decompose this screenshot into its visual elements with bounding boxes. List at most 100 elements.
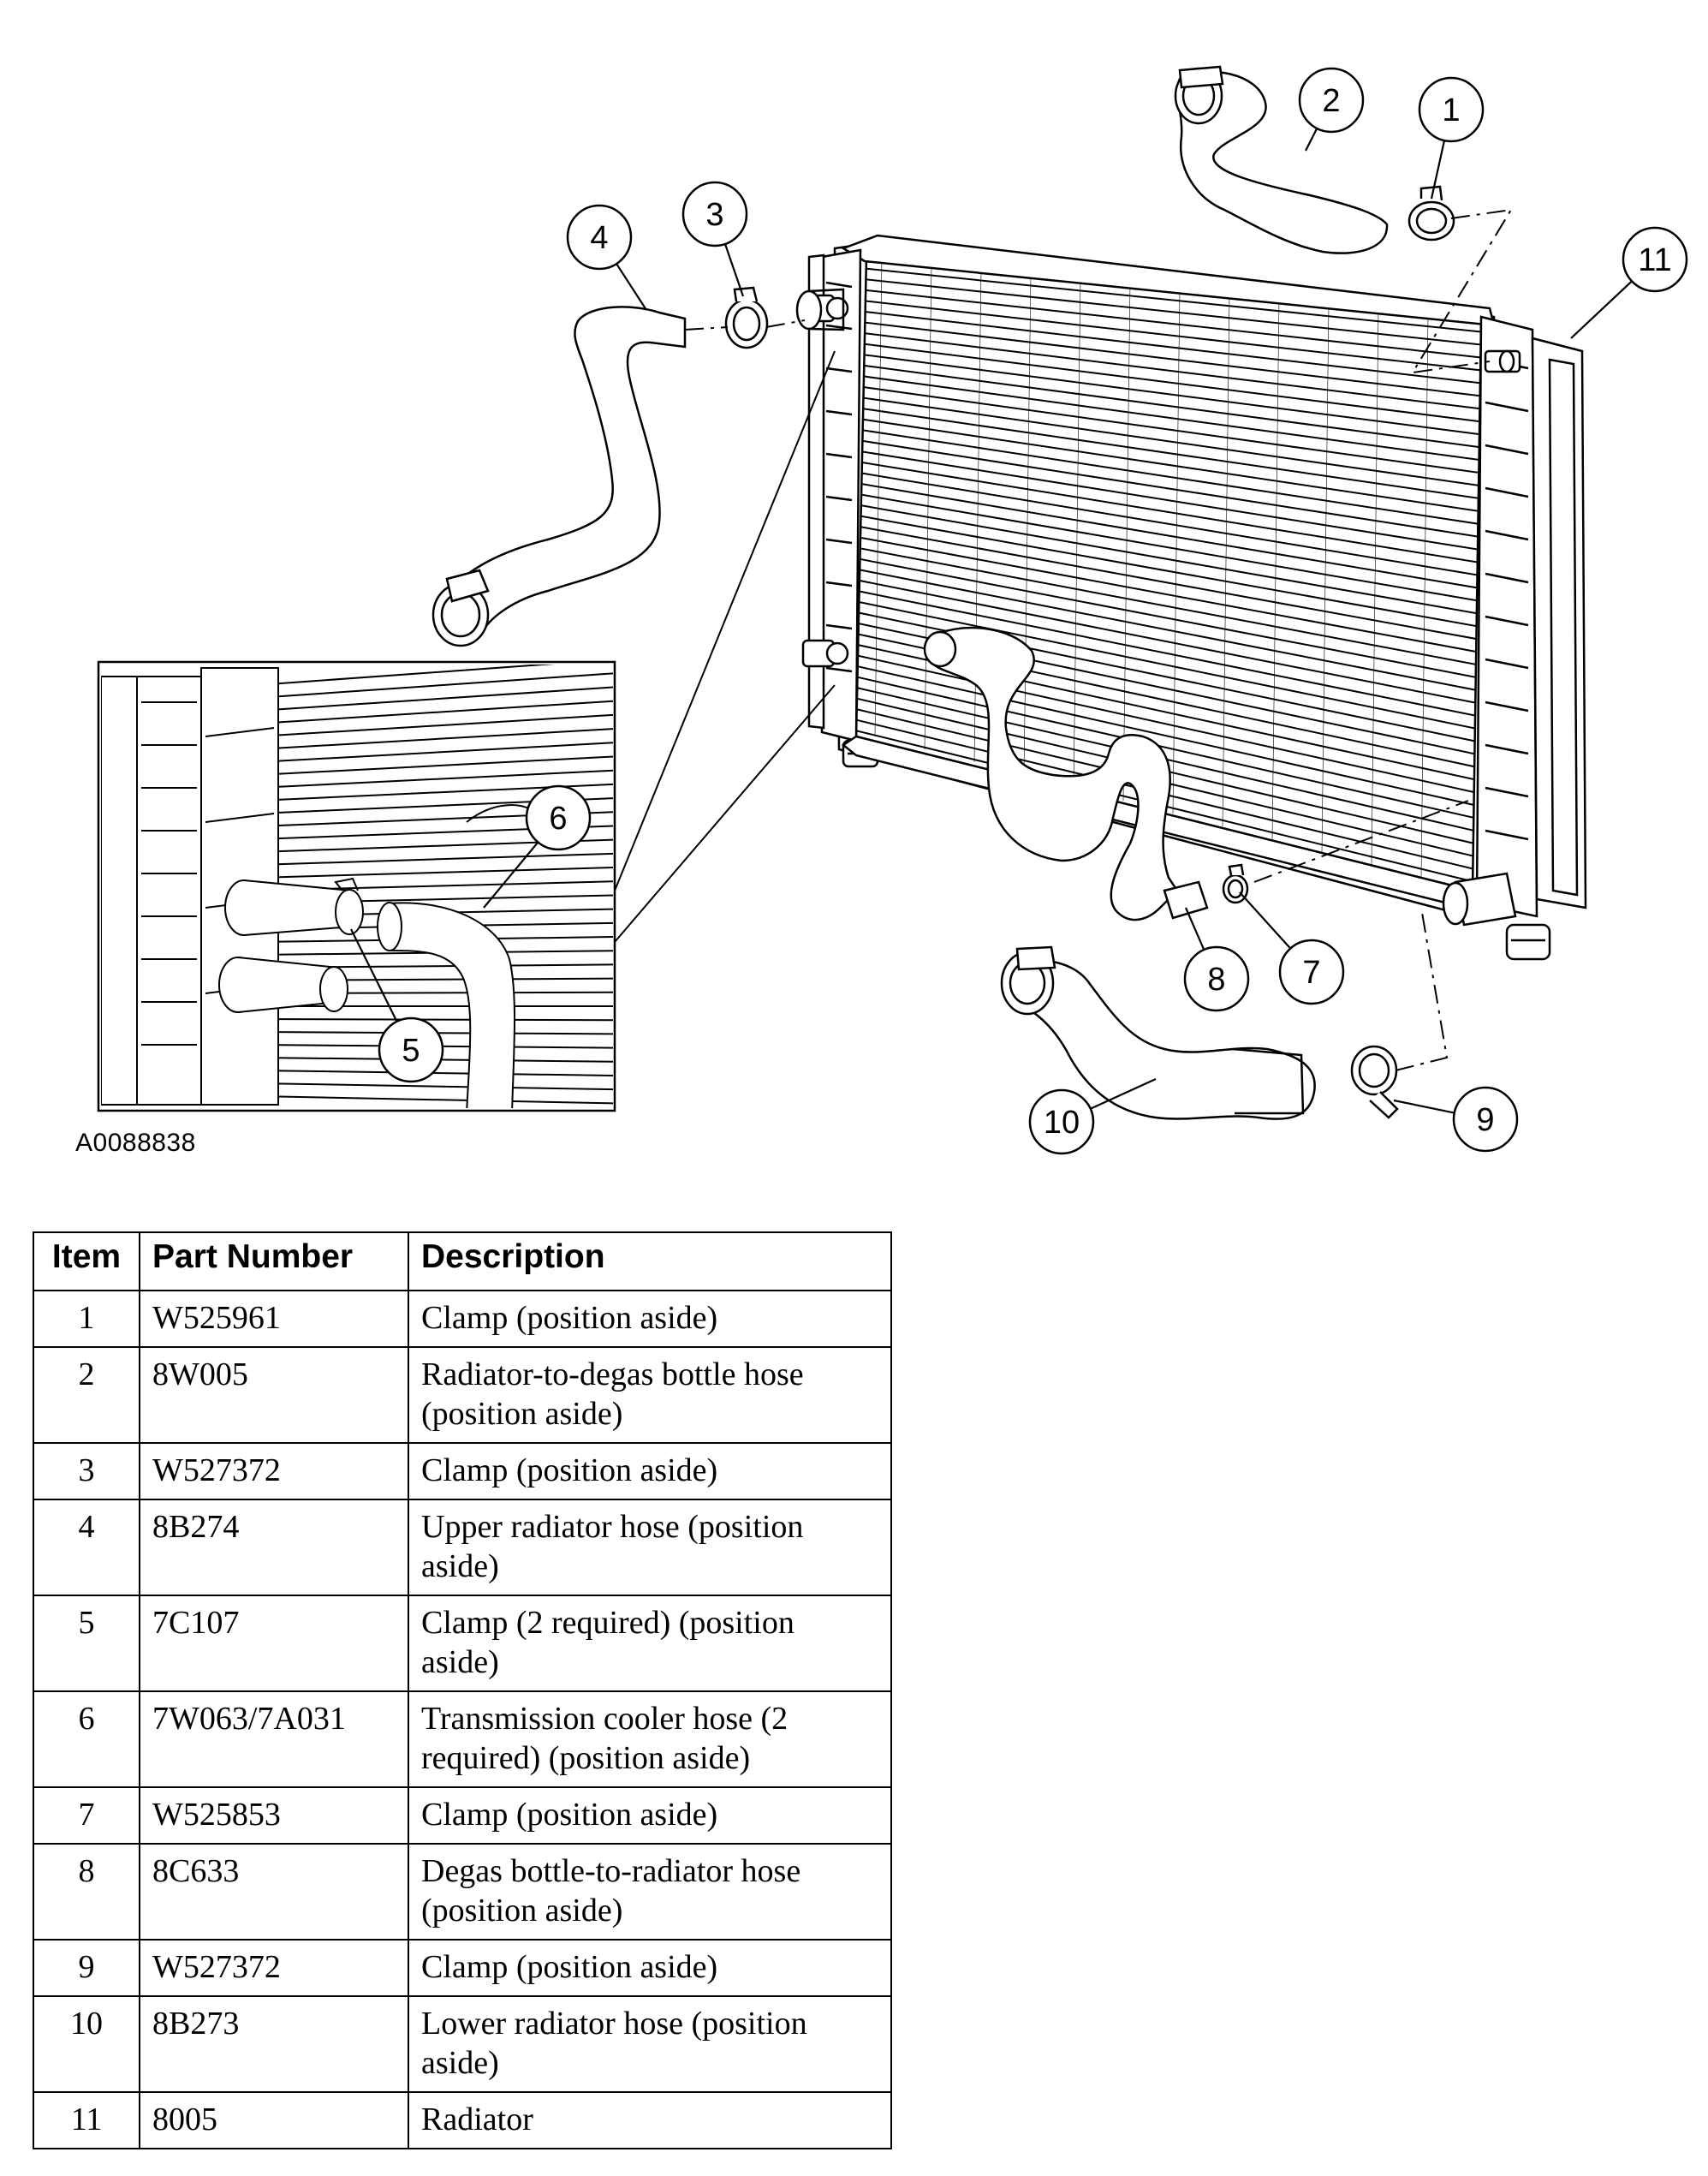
callout-circle (566, 204, 633, 271)
cell-item: 6 (33, 1690, 140, 1788)
cell-part-number: W527372 (139, 1442, 409, 1500)
hose-lower-radiator (1000, 945, 1316, 1120)
callout-6: 6 (483, 784, 592, 909)
detail-inset (97, 660, 616, 1112)
hose-radiator-to-degas (1174, 65, 1389, 254)
lower-outlet-neck (1442, 872, 1517, 927)
callout-number: 3 (705, 197, 723, 233)
table-row: 10 8B273 Lower radiator hose (position a… (33, 1995, 892, 2093)
callout-leader (1305, 128, 1318, 152)
cell-description: Clamp (2 required) (position aside) (408, 1595, 892, 1692)
cell-item: 9 (33, 1939, 140, 1997)
cell-part-number: 8W005 (139, 1346, 409, 1444)
clamp-9 (1350, 1045, 1399, 1119)
cell-description: Transmission cooler hose (2 required) (p… (408, 1690, 892, 1788)
cell-item: 1 (33, 1290, 140, 1348)
cell-item: 8 (33, 1843, 140, 1941)
cell-item: 10 (33, 1995, 140, 2093)
callout-4: 4 (566, 204, 647, 311)
cell-description: Lower radiator hose (position aside) (408, 1995, 892, 2093)
connector-lines (684, 208, 1513, 1071)
callout-leader (1430, 140, 1446, 200)
clamp-3 (724, 286, 769, 349)
callout-circle (1418, 76, 1485, 143)
cell-item: 3 (33, 1442, 140, 1500)
table-row: 2 8W005 Radiator-to-degas bottle hose (p… (33, 1346, 892, 1444)
upper-inlet-neck (795, 288, 845, 331)
callout-number: 9 (1476, 1102, 1494, 1138)
callout-3: 3 (681, 181, 748, 297)
clamp-1 (1407, 185, 1455, 241)
callout-leader (616, 263, 647, 311)
callout-11: 11 (1570, 226, 1688, 339)
callout-circle (1028, 1088, 1095, 1155)
cell-part-number: W525961 (139, 1290, 409, 1348)
callout-circle (525, 784, 592, 851)
header-item: Item (33, 1231, 140, 1291)
cell-item: 5 (33, 1595, 140, 1692)
table-row: 4 8B274 Upper radiator hose (position as… (33, 1499, 892, 1596)
radiator-diagram: 1 2 3 4 5 6 7 8 9 10 11 (97, 65, 1688, 1155)
cell-description: Clamp (position aside) (408, 1290, 892, 1348)
callouts: 1 2 3 4 5 6 7 8 9 10 11 (350, 67, 1688, 1155)
cell-description: Upper radiator hose (position aside) (408, 1499, 892, 1596)
callout-leader (483, 841, 539, 909)
cell-item: 4 (33, 1499, 140, 1596)
callout-circle (1452, 1086, 1519, 1153)
callout-circle (1622, 226, 1688, 293)
cell-item: 7 (33, 1786, 140, 1845)
callout-number: 6 (549, 801, 567, 837)
figure-id: A0088838 (75, 1129, 196, 1157)
callout-circle (1183, 945, 1250, 1012)
cell-description: Clamp (position aside) (408, 1939, 892, 1997)
cell-part-number: 8C633 (139, 1843, 409, 1941)
callout-number: 1 (1442, 92, 1460, 128)
table-row: 7 W525853 Clamp (position aside) (33, 1786, 892, 1845)
cell-description: Radiator-to-degas bottle hose (position … (408, 1346, 892, 1444)
callout-2: 2 (1298, 67, 1365, 152)
cell-part-number: 8005 (139, 2091, 409, 2149)
callout-leader (1393, 1099, 1455, 1114)
callout-number: 10 (1044, 1105, 1080, 1141)
header-description: Description (408, 1231, 892, 1291)
table-header-row: Item Part Number Description (33, 1231, 892, 1291)
table-row: 5 7C107 Clamp (2 required) (position asi… (33, 1595, 892, 1692)
callout-5: 5 (350, 928, 444, 1083)
callout-9: 9 (1393, 1086, 1519, 1153)
callout-7: 7 (1239, 891, 1345, 1005)
radiator (795, 234, 1587, 961)
callout-leader (723, 243, 745, 297)
callout-number: 2 (1322, 83, 1340, 119)
cell-description: Clamp (position aside) (408, 1786, 892, 1845)
callout-circle (681, 181, 748, 247)
cell-item: 2 (33, 1346, 140, 1444)
callout-10: 10 (1028, 1077, 1157, 1155)
callout-1: 1 (1418, 76, 1485, 200)
cell-part-number: W525853 (139, 1786, 409, 1845)
table-row: 9 W527372 Clamp (position aside) (33, 1939, 892, 1997)
cell-part-number: 7C107 (139, 1595, 409, 1692)
degas-nipple (1484, 349, 1521, 373)
callout-circle (378, 1016, 444, 1083)
cell-description: Clamp (position aside) (408, 1442, 892, 1500)
inset-leader-lines (614, 350, 836, 943)
cell-item: 11 (33, 2091, 140, 2149)
cell-part-number: 7W063/7A031 (139, 1690, 409, 1788)
callout-leader (1570, 280, 1633, 339)
callout-number: 7 (1302, 955, 1320, 991)
callout-8: 8 (1183, 907, 1250, 1012)
hose-upper-radiator (431, 306, 687, 647)
callout-leader (1090, 1077, 1157, 1110)
table-row: 11 8005 Radiator (33, 2091, 892, 2149)
callout-number: 11 (1638, 242, 1671, 278)
radiator-right-tank (1475, 315, 1587, 961)
table-row: 1 W525961 Clamp (position aside) (33, 1290, 892, 1348)
parts-table: Item Part Number Description 1 W525961 C… (33, 1231, 892, 2149)
cell-description: Degas bottle-to-radiator hose (position … (408, 1843, 892, 1941)
callout-circle (1298, 67, 1365, 134)
callout-number: 5 (402, 1033, 420, 1069)
table-row: 6 7W063/7A031 Transmission cooler hose (… (33, 1690, 892, 1788)
cell-part-number: W527372 (139, 1939, 409, 1997)
cell-description: Radiator (408, 2091, 892, 2149)
callout-leader (1184, 907, 1205, 951)
